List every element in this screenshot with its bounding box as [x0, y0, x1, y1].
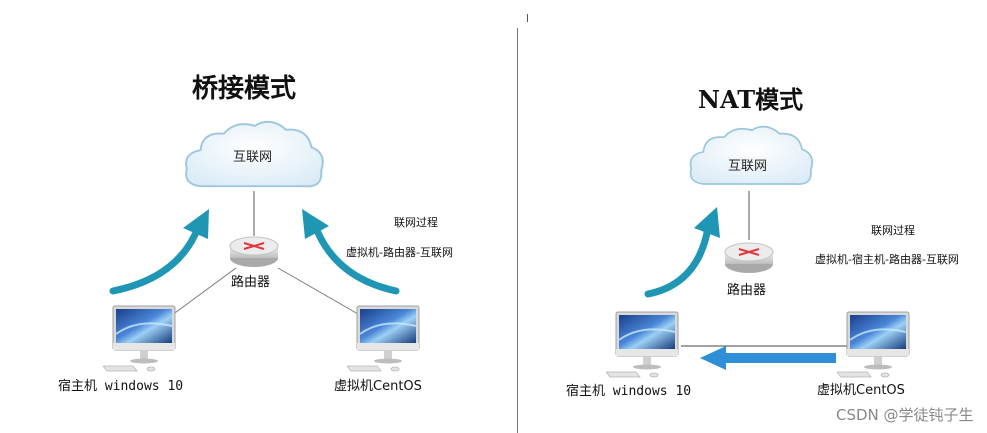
- left-process-title: 联网过程: [394, 216, 438, 229]
- arrow-host-to-internet-right: [644, 224, 712, 298]
- arrow-head-right: [694, 207, 720, 238]
- vm-computer-icon-right: [837, 311, 910, 378]
- watermark-text: CSDN @学徒钝子生: [836, 406, 974, 424]
- left-process-path: 虚拟机-路由器-互联网: [346, 246, 453, 259]
- host-computer-icon-right: [606, 311, 679, 378]
- right-process-path: 虚拟机-宿主机-路由器-互联网: [815, 253, 959, 266]
- left-router-label: 路由器: [231, 275, 271, 290]
- panel-divider: [517, 28, 518, 433]
- router-icon-left: [229, 236, 279, 268]
- host-computer-icon-left: [103, 305, 176, 372]
- top-tick-mark: [527, 14, 528, 22]
- right-host-label: 宿主机 windows 10: [566, 384, 692, 399]
- right-router-label: 路由器: [727, 283, 767, 298]
- arrow-head-left-2: [302, 209, 329, 239]
- left-panel-title: 桥接模式: [192, 74, 297, 104]
- right-vm-label: 虚拟机CentOS: [817, 383, 905, 398]
- right-panel-title: NAT模式: [698, 85, 804, 114]
- router-vm-link-left: [277, 267, 373, 323]
- arrow-vm-to-host-right: [724, 353, 836, 363]
- router-host-link-left: [167, 267, 237, 319]
- left-cloud-label: 互联网: [233, 150, 273, 165]
- left-host-label: 宿主机 windows 10: [58, 379, 184, 394]
- arrow-host-to-internet-left: [109, 224, 202, 295]
- router-icon-right: [724, 242, 774, 274]
- arrow-head-left-1: [183, 209, 209, 239]
- arrow-vm-to-internet-left: [312, 224, 400, 295]
- left-vm-label: 虚拟机CentOS: [334, 379, 422, 394]
- right-cloud-label: 互联网: [728, 159, 768, 174]
- vm-computer-icon-left: [347, 305, 420, 372]
- arrow-head-vm-to-host: [700, 346, 726, 370]
- right-process-title: 联网过程: [871, 224, 915, 237]
